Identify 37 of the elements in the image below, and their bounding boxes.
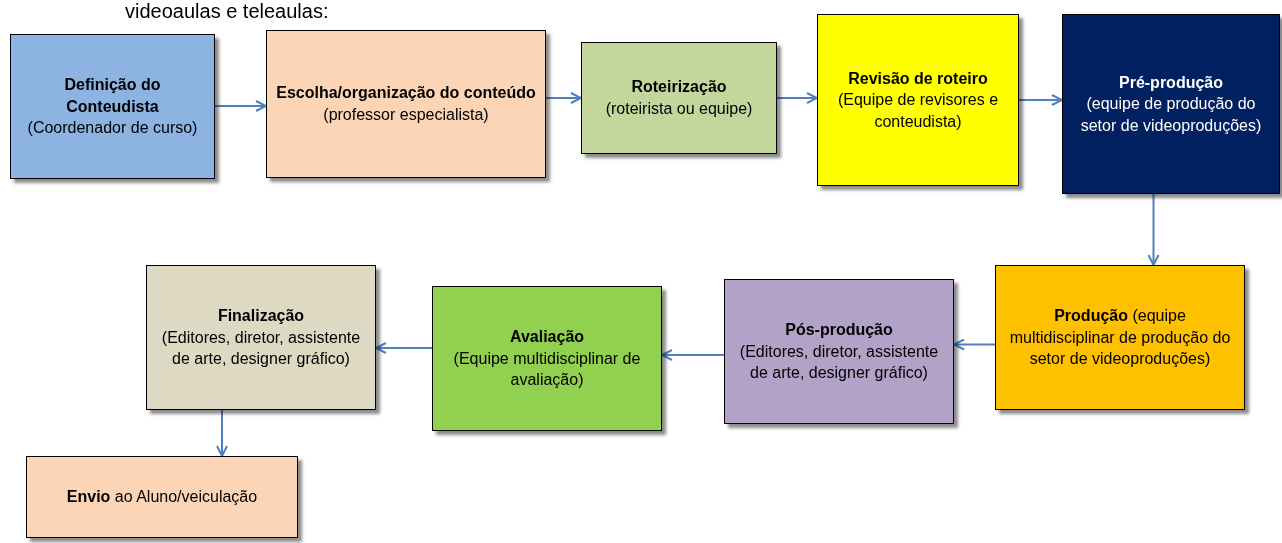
process-box (146, 265, 376, 410)
step-title: Roteirização (631, 77, 727, 98)
step-title: Finalização (217, 306, 305, 327)
step-title: Pós-produção (785, 320, 893, 341)
step-title: Definição do Conteudista (63, 75, 162, 117)
step-description: (Editores, diretor, assistente de arte, designer gráfico) (160, 327, 362, 370)
arrow (545, 92, 582, 104)
heading-text: videoaulas e teleaulas: (125, 0, 329, 23)
step-description: Envio ao Aluno/veiculação (66, 487, 258, 508)
arrow (953, 338, 996, 351)
step-description: (Equipe multidisciplinar de avaliação) (452, 348, 642, 391)
process-box (817, 14, 1019, 186)
step-description: Produção (equipe multidisciplinar de produção do setor de videoproduções) (1008, 306, 1232, 370)
process-box (1062, 14, 1280, 194)
process-box (432, 286, 662, 431)
step-description: (Editores, diretor, assistente de arte, designer gráfico) (738, 341, 940, 384)
step-title: Pré-produção (1119, 72, 1223, 93)
step-title: Avaliação (509, 327, 585, 348)
step-description: (Coordenador de curso) (27, 118, 198, 139)
process-box (581, 42, 777, 154)
process-box (995, 265, 1245, 410)
step-description: (Equipe de revisores e conteudista) (836, 90, 1000, 132)
arrow (216, 409, 228, 457)
process-box (26, 456, 298, 538)
arrow (661, 349, 725, 361)
step-description: Escolha/organização do conteúdo (professor especialista) (275, 83, 537, 125)
arrow (776, 92, 818, 104)
step-title: Revisão de roteiro (848, 68, 988, 89)
arrow (1018, 94, 1063, 106)
process-box (266, 30, 546, 178)
step-description: (roteirista ou equipe) (605, 99, 753, 119)
arrow (214, 100, 267, 112)
arrow (1147, 193, 1160, 266)
process-box (724, 279, 954, 424)
step-description: (equipe de produção do setor de videoproduções) (1079, 94, 1263, 136)
arrow (375, 342, 433, 354)
process-box (10, 34, 215, 179)
